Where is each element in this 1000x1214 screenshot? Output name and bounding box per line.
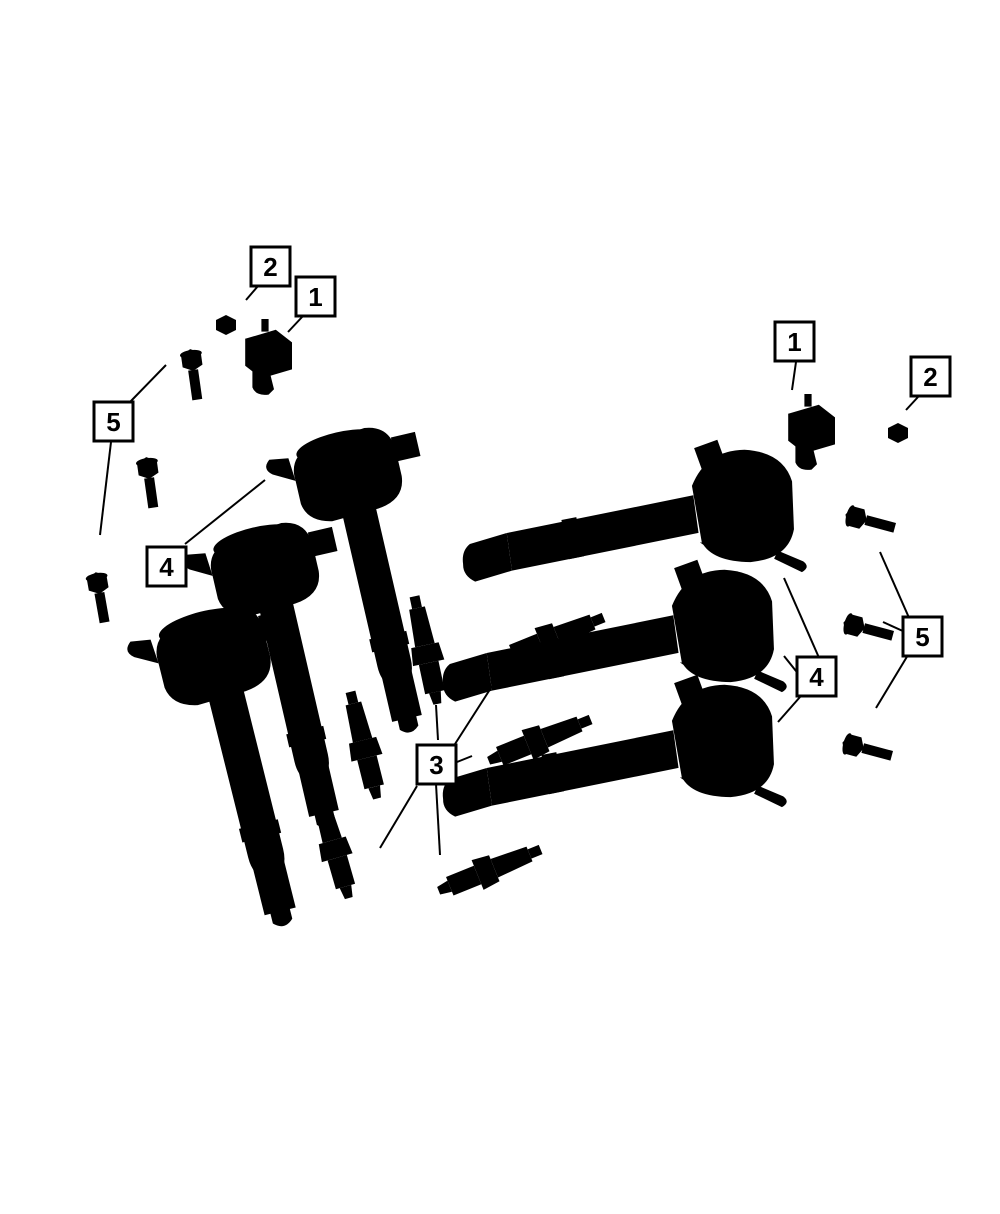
- leader-3-down: [435, 783, 441, 856]
- leader-1-left: [287, 315, 304, 333]
- leader-3-downleft: [379, 785, 418, 849]
- leader-4-right-a: [783, 577, 821, 661]
- bolt-left-bottom: [84, 570, 116, 625]
- leader-2-left: [245, 285, 259, 301]
- leader-1-right: [791, 361, 797, 391]
- callout-label: 5: [106, 407, 120, 437]
- callout-label: 2: [923, 362, 937, 392]
- bolt-right-middle: [840, 612, 896, 647]
- leader-3-upright: [454, 679, 497, 745]
- leader-4-left: [184, 479, 266, 545]
- leader-3-right: [456, 755, 473, 763]
- leader-5-left-a: [129, 364, 167, 403]
- leader-5-right-c: [875, 654, 909, 709]
- spark-plug-right-3: [432, 834, 547, 906]
- callout-5-left: 5: [92, 400, 135, 443]
- callout-label: 2: [263, 252, 277, 282]
- leader-4-right-c: [777, 696, 801, 723]
- ignition-coil-right-bottom: [430, 664, 788, 854]
- nut-left: [216, 315, 236, 335]
- bolt-left-top: [179, 347, 209, 402]
- spark-plug-left-2: [334, 687, 393, 803]
- leader-lines: [99, 285, 919, 856]
- callout-2-left: 2: [249, 245, 292, 288]
- bolt-right-bottom: [839, 732, 895, 767]
- callout-1-left: 1: [294, 275, 337, 318]
- leader-5-right-b: [882, 621, 906, 633]
- leader-2-right: [905, 396, 919, 411]
- callout-1-right: 1: [773, 320, 816, 363]
- leader-5-left-b: [99, 441, 112, 536]
- bolt-left-middle: [135, 455, 165, 510]
- bolt-right-top: [842, 504, 898, 539]
- callout-label: 4: [159, 552, 174, 582]
- leader-5-right-a: [879, 551, 911, 621]
- callout-2-right: 2: [909, 355, 952, 398]
- callout-label: 3: [429, 750, 443, 780]
- callout-5-right: 5: [901, 615, 944, 658]
- callout-label: 1: [787, 327, 801, 357]
- callout-4-right: 4: [795, 655, 838, 698]
- callout-3-center: 3: [415, 743, 458, 786]
- nut-right: [888, 423, 908, 443]
- callout-label: 4: [809, 662, 824, 692]
- callout-label: 1: [308, 282, 322, 312]
- relay-right: [788, 394, 835, 470]
- relay-left: [245, 319, 292, 395]
- leader-3-up: [435, 704, 439, 741]
- callout-label: 5: [915, 622, 929, 652]
- callout-4-left: 4: [145, 545, 188, 588]
